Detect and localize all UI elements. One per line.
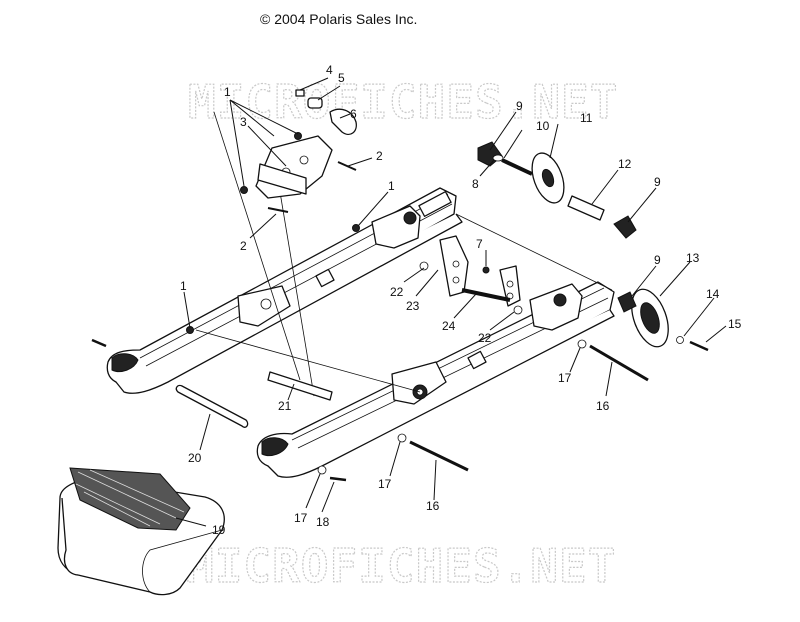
callout-11: 11 [580,111,593,125]
cross-shaft-drawing [91,111,709,482]
callout-1: 1 [224,85,231,99]
watermark-bottom: MICROFICHES.NET [186,539,616,593]
left-rail-drawing [106,187,463,394]
callout-16: 16 [426,499,440,513]
callout-1: 1 [180,279,187,293]
watermark-top: MICROFICHES.NET [188,75,618,129]
track-drawing [57,467,225,596]
callout-labels: 1 1 1 2 2 3 4 5 6 7 8 9 9 9 10 11 12 13 … [180,63,742,537]
callout-23: 23 [406,299,420,313]
callout-6: 6 [350,107,357,121]
callout-2: 2 [376,149,383,163]
callout-22: 22 [390,285,404,299]
callout-18: 18 [316,515,330,529]
callout-13: 13 [686,251,700,265]
callout-16: 16 [596,399,610,413]
callout-9: 9 [654,175,661,189]
callout-17: 17 [558,371,572,385]
copyright-notice: © 2004 Polaris Sales Inc. [260,11,417,27]
callout-3: 3 [240,115,247,129]
callout-20: 20 [188,451,202,465]
callout-24: 24 [442,319,456,333]
callout-8: 8 [472,177,479,191]
callout-9: 9 [654,253,661,267]
callout-21: 21 [278,399,292,413]
idler-wheel-drawing [477,141,669,348]
callout-15: 15 [728,317,742,331]
callout-19: 19 [212,523,226,537]
callout-5: 5 [338,71,345,85]
callout-4: 4 [326,63,333,77]
callout-2: 2 [240,239,247,253]
scissor-arm-drawing [419,235,523,315]
callout-12: 12 [618,157,632,171]
leader-lines [175,77,727,527]
callout-17: 17 [378,477,392,491]
callout-9: 9 [516,99,523,113]
callout-14: 14 [706,287,720,301]
callout-7: 7 [476,237,483,251]
callout-10: 10 [536,119,550,133]
callout-1: 1 [388,179,395,193]
callout-17: 17 [294,511,308,525]
callout-22: 22 [478,331,492,345]
right-rail-drawing [256,281,615,478]
pivot-bracket-drawing [186,89,360,334]
